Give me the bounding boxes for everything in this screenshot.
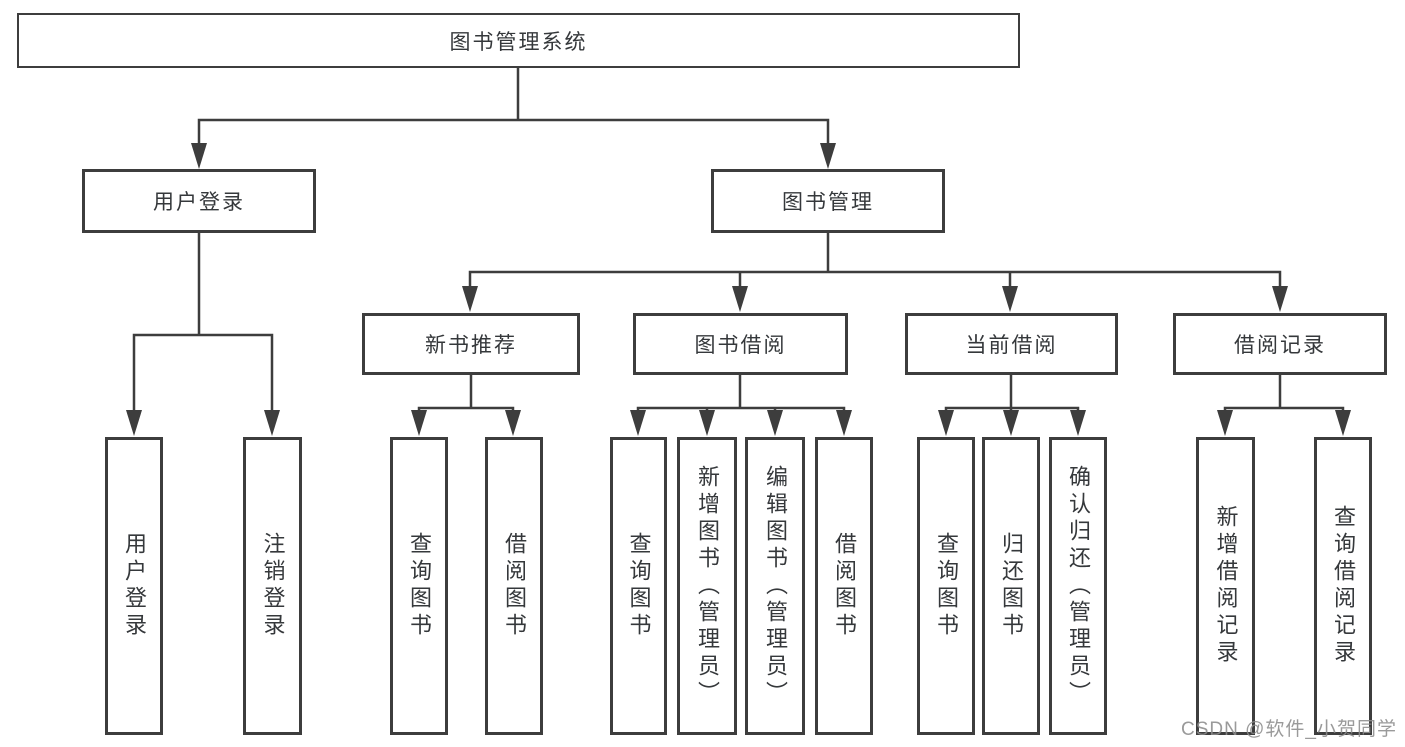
- node-borrow-records: 借阅记录: [1173, 313, 1387, 375]
- node-borrow-records-label: 借阅记录: [1234, 334, 1326, 357]
- leaf-user-login-label: 用户登录: [122, 532, 147, 640]
- leaf-add-book-admin: 新增图书（管理员）: [677, 437, 737, 735]
- leaf-return-book: 归还图书: [982, 437, 1040, 735]
- leaf-query-books-recommend: 查询图书: [390, 437, 448, 735]
- leaf-query-books-recommend-label: 查询图书: [407, 532, 432, 640]
- node-book-management-label: 图书管理: [782, 191, 874, 214]
- leaf-return-book-label: 归还图书: [999, 532, 1024, 640]
- leaf-edit-book-admin: 编辑图书（管理员）: [745, 437, 805, 735]
- node-current-borrow: 当前借阅: [905, 313, 1118, 375]
- node-book-borrow: 图书借阅: [633, 313, 848, 375]
- leaf-query-borrow-record: 查询借阅记录: [1314, 437, 1372, 735]
- node-current-borrow-label: 当前借阅: [965, 334, 1058, 357]
- leaf-add-borrow-record-label: 新增借阅记录: [1213, 505, 1239, 667]
- leaf-borrow-books: 借阅图书: [815, 437, 873, 735]
- leaf-query-books-borrow: 查询图书: [610, 437, 667, 735]
- leaf-query-books-current: 查询图书: [917, 437, 975, 735]
- leaf-borrow-books-recommend: 借阅图书: [485, 437, 543, 735]
- leaf-confirm-return-admin-label: 确认归还（管理员）: [1066, 464, 1091, 708]
- leaf-borrow-books-label: 借阅图书: [832, 532, 857, 640]
- leaf-add-book-admin-label: 新增图书（管理员）: [695, 464, 720, 708]
- node-new-book-recommend-label: 新书推荐: [425, 334, 517, 357]
- node-book-management: 图书管理: [711, 169, 945, 233]
- leaf-borrow-books-recommend-label: 借阅图书: [502, 532, 527, 640]
- leaf-confirm-return-admin: 确认归还（管理员）: [1049, 437, 1107, 735]
- node-user-login: 用户登录: [82, 169, 316, 233]
- node-root-system: 图书管理系统: [17, 13, 1020, 68]
- leaf-user-login: 用户登录: [105, 437, 163, 735]
- leaf-query-borrow-record-label: 查询借阅记录: [1331, 505, 1356, 667]
- leaf-logout: 注销登录: [243, 437, 302, 735]
- node-root-label: 图书管理系统: [449, 30, 588, 54]
- arrowheads: [126, 143, 1351, 436]
- watermark-text: CSDN @软件_小贺同学: [1181, 719, 1397, 740]
- node-user-login-label: 用户登录: [153, 191, 245, 214]
- leaf-add-borrow-record: 新增借阅记录: [1196, 437, 1255, 735]
- leaf-edit-book-admin-label: 编辑图书（管理员）: [763, 464, 788, 708]
- leaf-query-books-borrow-label: 查询图书: [626, 532, 652, 640]
- node-book-borrow-label: 图书借阅: [694, 334, 787, 357]
- leaf-query-books-current-label: 查询图书: [934, 532, 959, 640]
- leaf-logout-label: 注销登录: [260, 532, 286, 640]
- node-new-book-recommend: 新书推荐: [362, 313, 580, 375]
